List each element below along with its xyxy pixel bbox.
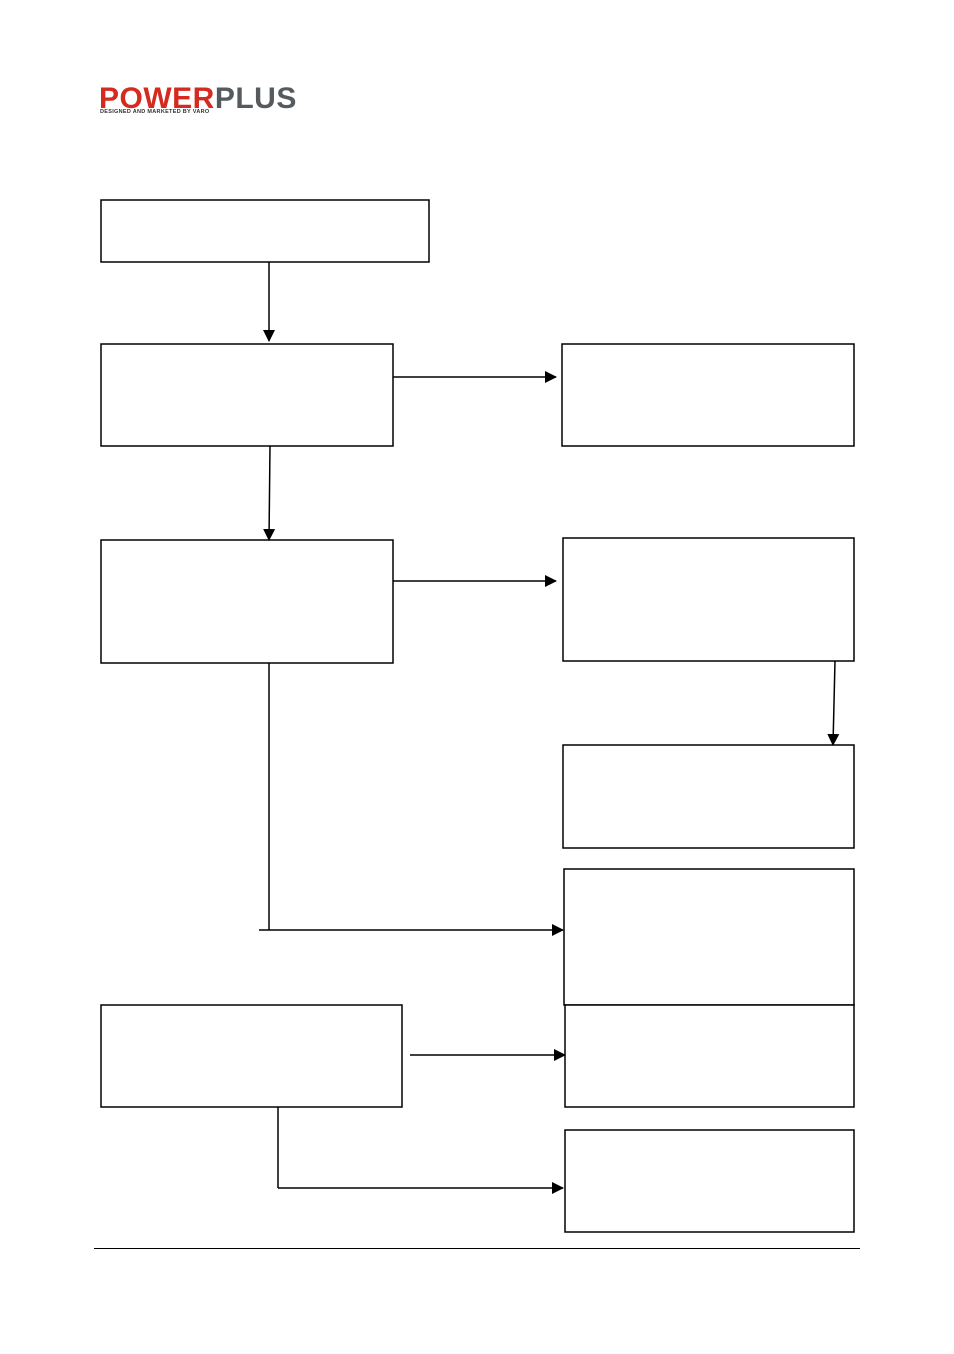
flow-box-10 — [564, 1129, 855, 1233]
flow-box-8 — [564, 1004, 855, 1108]
flow-box-6 — [562, 744, 855, 849]
arrow-box2-to-box4 — [263, 445, 276, 541]
flow-box-2 — [100, 343, 394, 447]
flow-box-5 — [562, 537, 855, 662]
logo-wordmark-plus: PLUS — [214, 82, 297, 115]
footer-divider — [94, 1248, 860, 1249]
flow-box-1 — [100, 199, 430, 263]
logo-tagline: DESIGNED AND MARKETED BY VARO — [100, 109, 210, 115]
flow-box-9 — [100, 1004, 403, 1108]
flow-box-3 — [561, 343, 855, 447]
flow-box-7 — [563, 868, 855, 1006]
powerplus-logo: POWERPLUS DESIGNED AND MARKETED BY VARO — [99, 84, 369, 118]
logo-wordmark-power: POWER — [99, 82, 215, 115]
arrow-box5-to-box6 — [827, 660, 840, 746]
logo-wordmark: POWERPLUS — [99, 84, 297, 114]
flow-box-4 — [100, 539, 394, 664]
